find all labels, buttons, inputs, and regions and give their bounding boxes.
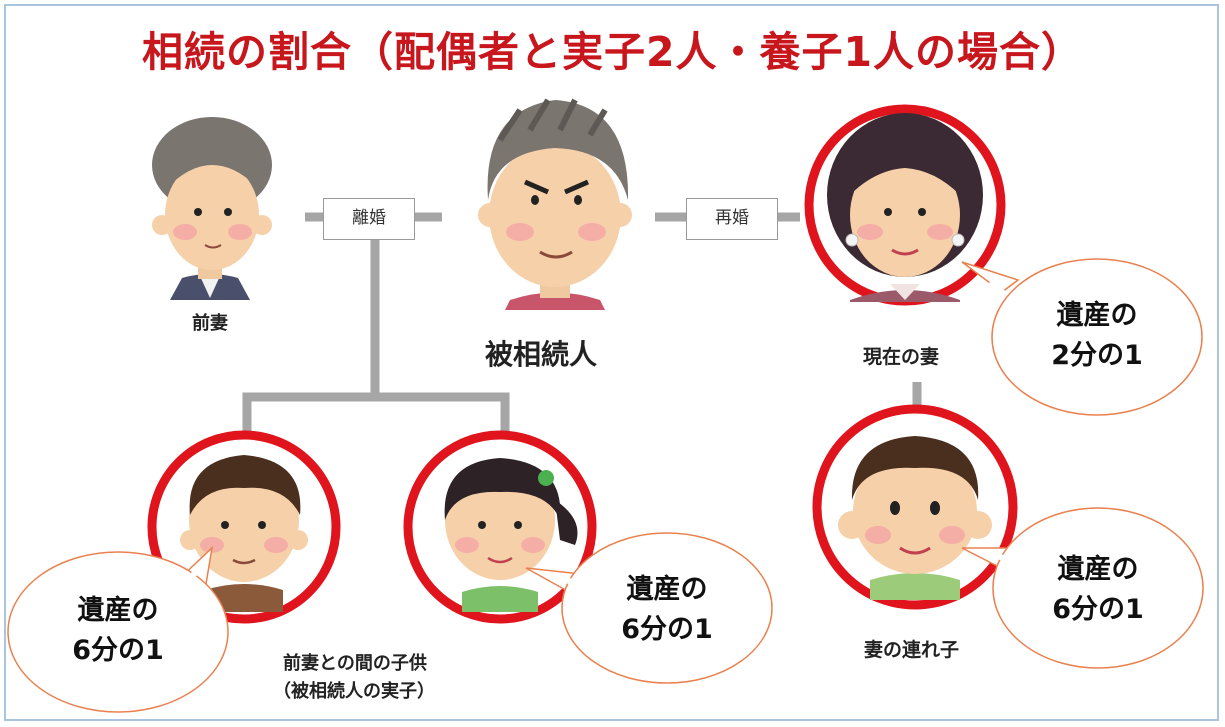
daughter-share-line1: 遺産の (626, 574, 708, 605)
current-wife-label: 現在の妻 (863, 346, 940, 368)
wife-share-line1: 遺産の (1056, 300, 1138, 331)
wife-share-bubble (961, 258, 1203, 416)
current-wife-illustration (827, 113, 983, 302)
divorce-tag: 離婚 (323, 198, 415, 240)
page-title: 相続の割合（配偶者と実子2人・養子1人の場合） (141, 28, 1084, 76)
son-illustration (180, 455, 308, 612)
son-share-line2: 6分の1 (72, 635, 164, 666)
stepchild-share-line2: 6分の1 (1052, 594, 1144, 625)
son-share-bubble (7, 545, 229, 713)
daughter-share-text: 遺産の 6分の1 (572, 570, 762, 650)
children-caption-line1: 前妻との間の子供 (283, 653, 427, 674)
son-share-text: 遺産の 6分の1 (23, 591, 213, 671)
son-share-line1: 遺産の (77, 595, 159, 626)
wife-share-line2: 2分の1 (1051, 340, 1143, 371)
ex-wife-label: 前妻 (192, 313, 228, 334)
stepchild-share-line1: 遺産の (1057, 554, 1139, 585)
stepchild-share-text: 遺産の 6分の1 (1003, 550, 1193, 630)
wife-share-text: 遺産の 2分の1 (1002, 296, 1192, 376)
ex-wife-illustration (152, 117, 272, 300)
children-caption-line2: （被相続人の実子） (273, 681, 435, 702)
stepchild-share-bubble (961, 507, 1204, 669)
children-branch-line (242, 392, 510, 435)
remarriage-tag: 再婚 (686, 198, 778, 240)
daughter-share-bubble (525, 532, 773, 684)
decedent-illustration (478, 98, 632, 310)
daughter-illustration (444, 458, 578, 612)
daughter-share-line2: 6分の1 (621, 614, 713, 645)
decedent-label: 被相続人 (485, 338, 598, 371)
stepchild-illustration (838, 436, 992, 600)
stepchild-label: 妻の連れ子 (864, 639, 960, 661)
